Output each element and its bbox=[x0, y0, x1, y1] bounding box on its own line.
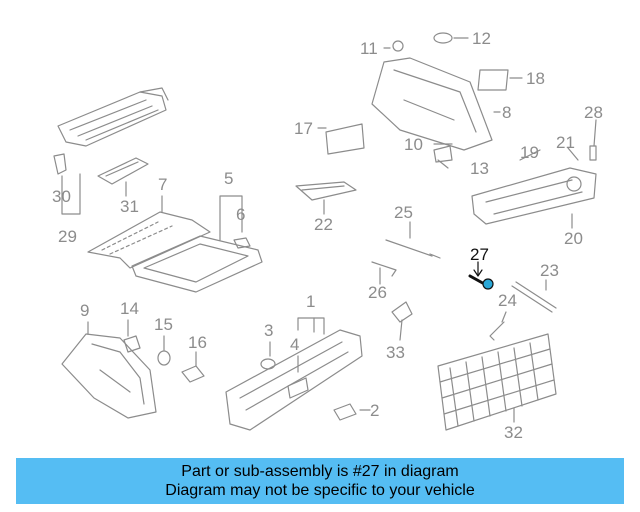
part-22-tool-kit bbox=[295, 181, 357, 201]
label-1: 1 bbox=[306, 292, 315, 311]
part-13-bracket bbox=[433, 145, 453, 163]
part-11-clip bbox=[392, 40, 404, 52]
label-8: 8 bbox=[502, 103, 511, 122]
label-4: 4 bbox=[290, 335, 299, 354]
label-15: 15 bbox=[154, 315, 173, 334]
leader-lines bbox=[61, 37, 597, 423]
label-3: 3 bbox=[264, 321, 273, 340]
banner-line-2: Diagram may not be specific to your vehi… bbox=[165, 482, 475, 499]
label-14: 14 bbox=[120, 299, 139, 318]
part-14-clip bbox=[123, 335, 141, 353]
label-13: 13 bbox=[470, 159, 489, 178]
label-19: 19 bbox=[520, 143, 539, 162]
part-23-bar bbox=[511, 281, 557, 313]
label-12: 12 bbox=[472, 29, 491, 48]
part-5-floor-panel bbox=[131, 235, 263, 293]
part-28-fastener bbox=[589, 145, 597, 161]
label-33: 33 bbox=[386, 343, 405, 362]
part-15-grommet bbox=[157, 350, 171, 366]
part-3-grommet bbox=[260, 358, 276, 370]
part-33-hook bbox=[391, 301, 413, 323]
part-2-bracket bbox=[333, 403, 357, 421]
label-22: 22 bbox=[314, 215, 333, 234]
label-2: 2 bbox=[370, 401, 379, 420]
label-23: 23 bbox=[540, 261, 559, 280]
part-25-tool bbox=[385, 239, 441, 259]
part-12-cap bbox=[433, 32, 453, 44]
part-27-highlighted bbox=[468, 261, 494, 290]
label-30: 30 bbox=[52, 187, 71, 206]
label-17: 17 bbox=[294, 119, 313, 138]
part-8-quarter-trim bbox=[371, 57, 493, 151]
label-26: 26 bbox=[368, 283, 387, 302]
label-32: 32 bbox=[504, 423, 523, 442]
banner-line-1: Part or sub-assembly is #27 in diagram bbox=[181, 463, 459, 480]
label-16: 16 bbox=[188, 333, 207, 352]
label-5: 5 bbox=[224, 169, 233, 188]
parts-diagram: 1 2 3 4 5 6 7 8 9 10 11 12 13 14 15 16 1… bbox=[52, 29, 603, 442]
part-9-side-trim bbox=[61, 333, 157, 419]
label-25: 25 bbox=[394, 203, 413, 222]
label-9: 9 bbox=[80, 301, 89, 320]
part-6-clip bbox=[233, 237, 251, 249]
label-28: 28 bbox=[584, 103, 603, 122]
part-17-cover bbox=[325, 123, 365, 155]
label-21: 21 bbox=[556, 133, 575, 152]
label-10: 10 bbox=[404, 135, 423, 154]
label-6: 6 bbox=[236, 205, 245, 224]
part-16-fastener bbox=[181, 365, 205, 383]
label-24: 24 bbox=[498, 291, 517, 310]
info-banner: Part or sub-assembly is #27 in diagram D… bbox=[16, 458, 624, 504]
part-labels: 1 2 3 4 5 6 7 8 9 10 11 12 13 14 15 16 1… bbox=[52, 29, 603, 442]
part-29-parcel-shelf bbox=[57, 87, 169, 147]
label-7: 7 bbox=[158, 175, 167, 194]
part-31-bracket bbox=[97, 157, 149, 185]
label-27-highlighted: 27 bbox=[470, 245, 489, 264]
part-26-tool bbox=[371, 261, 397, 277]
part-7-cargo-mat bbox=[87, 211, 211, 269]
part-18-cover bbox=[477, 69, 509, 91]
label-29: 29 bbox=[58, 227, 77, 246]
label-20: 20 bbox=[564, 229, 583, 248]
label-11: 11 bbox=[360, 39, 378, 58]
part-19-rear-trim bbox=[471, 167, 597, 225]
part-30-bracket bbox=[53, 153, 67, 175]
part-32-cargo-net bbox=[437, 333, 557, 431]
label-31: 31 bbox=[120, 197, 139, 216]
part-24-strap bbox=[489, 321, 505, 341]
label-18: 18 bbox=[526, 69, 545, 88]
part-1-sill-plate bbox=[225, 329, 363, 431]
